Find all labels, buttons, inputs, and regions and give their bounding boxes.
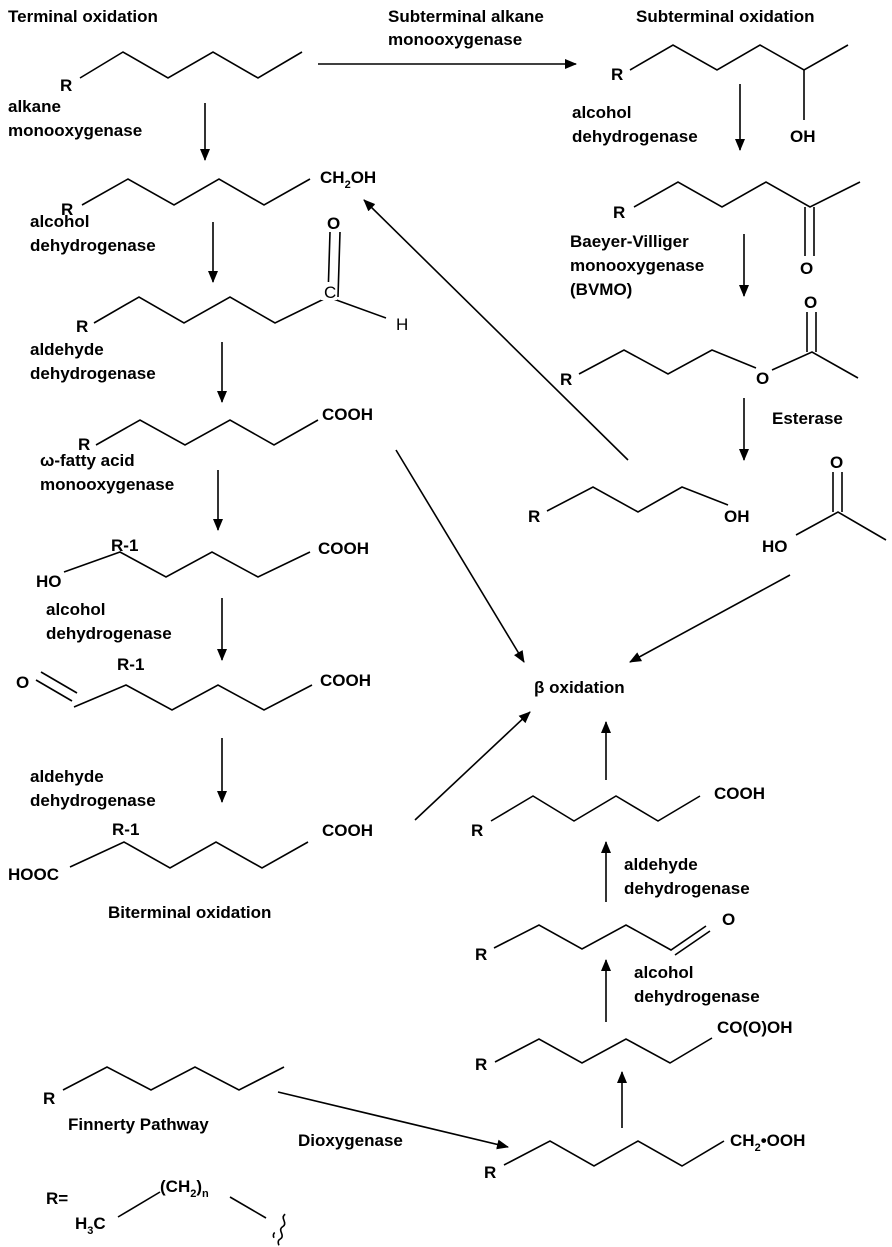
svg-text:HOOC: HOOC [8, 865, 59, 884]
svg-text:O: O [800, 259, 813, 278]
alcohol-dehydrogenase-3-line2: dehydrogenase [572, 127, 698, 146]
biterminal-oxidation-title: Biterminal oxidation [108, 903, 271, 922]
svg-text:C: C [324, 283, 336, 302]
finnerty-pathway-label: Finnerty Pathway [68, 1115, 209, 1134]
svg-text:HO: HO [762, 537, 788, 556]
dicarboxylic-acid-structure: R-1 HOOC COOH [8, 820, 373, 884]
arrow-alkane-to-hydroperoxide [277, 1091, 509, 1150]
bvmo-line2: monooxygenase [570, 256, 704, 275]
svg-text:R: R [484, 1163, 496, 1182]
svg-text:(CH2)n: (CH2)n [160, 1177, 209, 1200]
alcohol-product-structure: R OH [528, 486, 750, 526]
svg-text:COOH: COOH [320, 671, 371, 690]
svg-text:OH: OH [724, 507, 750, 526]
omega-hydroxy-acid-structure: R-1 HO COOH [36, 536, 369, 591]
aldehyde-dehydrogenase-2-line2: dehydrogenase [30, 791, 156, 810]
fatty-acid-structure: R COOH [78, 405, 373, 454]
svg-text:R=: R= [46, 1189, 68, 1208]
omega-fatty-acid-monooxygenase-line1: ω-fatty acid [40, 451, 135, 470]
acetic-acid-structure: HO O [762, 453, 887, 556]
svg-text:R: R [60, 76, 72, 95]
alkyl-hydroperoxide-structure: R CH2•OOH [484, 1131, 805, 1182]
bvmo-line1: Baeyer-Villiger [570, 232, 689, 251]
svg-text:H3C: H3C [75, 1214, 106, 1237]
alkane-monooxygenase-label-line1: alkane [8, 97, 61, 116]
svg-text:HO: HO [36, 572, 62, 591]
secondary-alcohol-structure: R OH [611, 44, 849, 146]
svg-text:R: R [560, 370, 572, 389]
svg-text:OH: OH [790, 127, 816, 146]
svg-text:COOH: COOH [714, 784, 765, 803]
bvmo-line3: (BVMO) [570, 280, 632, 299]
acetate-ester-structure: R O O [560, 293, 859, 389]
subterminal-oxidation-title: Subterminal oxidation [636, 7, 815, 26]
omega-fatty-acid-monooxygenase-line2: monooxygenase [40, 475, 174, 494]
alcohol-dehydrogenase-1-line1: alcohol [30, 212, 90, 231]
svg-text:R: R [78, 435, 90, 454]
svg-text:R: R [43, 1089, 55, 1108]
finnerty-alkane-structure: R [43, 1066, 285, 1108]
alcohol-dehydrogenase-2-line2: dehydrogenase [46, 624, 172, 643]
alcohol-dehydrogenase-4-line1: alcohol [634, 963, 694, 982]
svg-text:R: R [613, 203, 625, 222]
primary-alcohol-structure: R CH2OH [61, 168, 376, 219]
aldehyde-dehydrogenase-3-line1: aldehyde [624, 855, 698, 874]
subterminal-alkane-label-line2: monooxygenase [388, 30, 522, 49]
terminal-alkane-structure: R [60, 51, 303, 95]
arrow-diacid-to-beta-oxidation [414, 711, 531, 821]
alcohol-dehydrogenase-1-line2: dehydrogenase [30, 236, 156, 255]
arrow-acetate-to-beta-oxidation [629, 574, 791, 663]
aldehyde-dehydrogenase-1-line2: dehydrogenase [30, 364, 156, 383]
svg-text:O: O [327, 214, 340, 233]
alcohol-dehydrogenase-2-line1: alcohol [46, 600, 106, 619]
svg-text:R: R [528, 507, 540, 526]
aldehyde-dehydrogenase-2-line1: aldehyde [30, 767, 104, 786]
svg-text:R: R [475, 1055, 487, 1074]
finnerty-fatty-acid-structure: R COOH [471, 784, 765, 840]
aldehyde-dehydrogenase-3-line2: dehydrogenase [624, 879, 750, 898]
svg-text:R: R [471, 821, 483, 840]
peracid-structure: R CO(O)OH [475, 1018, 793, 1074]
omega-oxo-acid-structure: R-1 O COOH [16, 655, 371, 711]
esterase-label: Esterase [772, 409, 843, 428]
svg-text:CO(O)OH: CO(O)OH [717, 1018, 793, 1037]
svg-text:R: R [611, 65, 623, 84]
svg-text:COOH: COOH [322, 405, 373, 424]
svg-text:R-1: R-1 [111, 536, 138, 555]
methyl-ketone-structure: R O [613, 181, 861, 278]
aldehyde-structure: R O C H [76, 214, 408, 336]
svg-text:R: R [475, 945, 487, 964]
aldehyde-dehydrogenase-1-line1: aldehyde [30, 340, 104, 359]
svg-text:O: O [722, 910, 735, 929]
svg-text:O: O [830, 453, 843, 472]
finnerty-aldehyde-structure: R O [475, 910, 735, 964]
svg-text:O: O [756, 369, 769, 388]
svg-text:CH2•OOH: CH2•OOH [730, 1131, 805, 1154]
beta-oxidation-label: β oxidation [534, 678, 625, 697]
svg-text:COOH: COOH [318, 539, 369, 558]
svg-text:R: R [76, 317, 88, 336]
svg-text:CH2OH: CH2OH [320, 168, 376, 191]
svg-text:H: H [396, 315, 408, 334]
dioxygenase-label: Dioxygenase [298, 1131, 403, 1150]
svg-text:R-1: R-1 [112, 820, 139, 839]
alcohol-dehydrogenase-3-line1: alcohol [572, 103, 632, 122]
svg-text:O: O [804, 293, 817, 312]
subterminal-alkane-label-line1: Subterminal alkane [388, 7, 544, 26]
svg-text:R-1: R-1 [117, 655, 144, 674]
arrow-alcohol-to-terminal-pathway [363, 199, 629, 461]
svg-text:R: R [61, 200, 73, 219]
terminal-oxidation-title: Terminal oxidation [8, 7, 158, 26]
alkane-monooxygenase-label-line2: monooxygenase [8, 121, 142, 140]
svg-text:O: O [16, 673, 29, 692]
r-group-definition: R= H3C (CH2)n [46, 1177, 286, 1246]
svg-text:COOH: COOH [322, 821, 373, 840]
arrow-fatty-acid-to-beta-oxidation [395, 449, 525, 663]
alcohol-dehydrogenase-4-line2: dehydrogenase [634, 987, 760, 1006]
